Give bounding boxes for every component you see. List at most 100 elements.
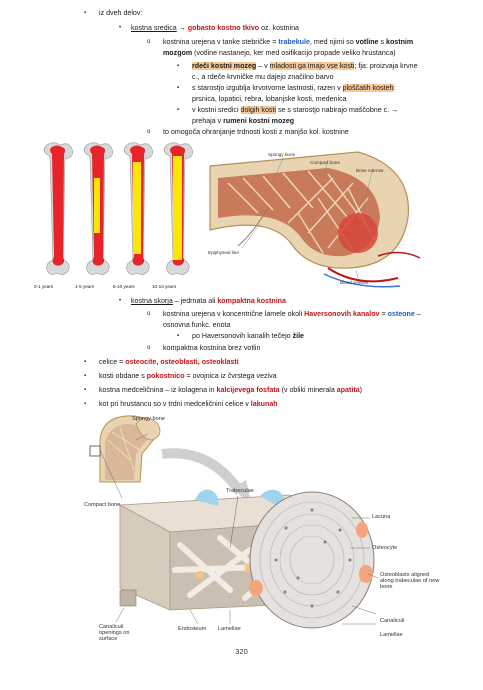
square-bullet-icon: ▪	[84, 10, 87, 16]
disc-bullet-icon: •	[119, 25, 122, 31]
spongy-bone-figure	[89, 415, 379, 629]
term-gobasto-tkivo: gobasto kostno tkivo	[187, 24, 260, 32]
intro-text: iz dveh delov:	[99, 9, 143, 17]
age-label: 5-10 years	[113, 284, 135, 289]
label-osteoblasts: Osteoblasts aligned along trabeculae of …	[380, 572, 440, 591]
square-bullet-icon: ▪	[84, 401, 87, 407]
lacunae-line: kot pri hrustancu so v trdni medceličnin…	[99, 400, 278, 408]
text-fragment: ; fja: proizvaja krvne	[354, 62, 418, 70]
square-bullet-icon: ▪	[84, 359, 87, 365]
circle-bullet-icon: o	[147, 311, 151, 317]
femur-0-1-years	[43, 142, 73, 275]
term-kostna-sredica: kostna sredica	[131, 24, 177, 32]
label-canaliculi-right: Canaliculi	[380, 618, 405, 624]
term-votline: votline	[355, 38, 379, 46]
age-label: 10-16 years	[152, 284, 177, 289]
square-bullet-icon: ▪	[84, 373, 87, 379]
red-marrow-line: rdeči kostni mozeg – v mladosti ga imajo…	[192, 62, 418, 70]
text-fragment: celice =	[99, 358, 126, 366]
text-fragment: :	[393, 84, 396, 92]
text-fragment: kot pri hrustancu so v trdni medceličnin…	[99, 400, 251, 408]
long-bones-line-cont: prehaja v rumeni kostni mozeg	[192, 117, 294, 125]
square-bullet-icon: ▪	[177, 85, 180, 91]
trabecule-line-cont: mozgom (votline nastanejo, ker med osifi…	[163, 49, 396, 57]
text-fragment: kostna medceličnina – iz kolagena in	[99, 386, 217, 394]
text-fragment: kompaktna kostnina brez votlin	[163, 344, 261, 352]
text-fragment: osnovna funkc. enota	[163, 321, 231, 329]
square-bullet-icon: ▪	[177, 63, 180, 69]
text-fragment: )	[359, 386, 363, 394]
term-kalcijev-fosfat: kalcijevega fosfata	[216, 386, 280, 394]
text-fragment: to omogoča ohranjanje trdnosti kosti z m…	[163, 128, 349, 136]
highlight-mladost: mladosti ga imajo vse kosti	[269, 62, 355, 70]
text-fragment: – v	[256, 62, 270, 70]
age-label: 1-5 years	[75, 284, 95, 289]
label-osteocyte: Osteocyte	[372, 545, 398, 551]
femur-top	[89, 415, 161, 499]
term-mozgom: mozgom	[163, 49, 193, 57]
compact-surface-detail	[115, 589, 231, 625]
cells-line: celice = osteocite, osteoblasti, osteokl…	[99, 358, 239, 366]
text-fragment: kostnina urejena v tanke stebričke =	[163, 38, 279, 46]
osteon-line-cont: osnovna funkc. enota	[163, 321, 230, 329]
text-fragment: = ovojnica iz čvrstega veziva	[184, 372, 277, 380]
osteon-cross-section	[249, 491, 379, 629]
red-marrow-line-cont: c., a rdeče krvničke mu dajejo značilno …	[192, 73, 334, 81]
text-fragment: v kostni sredici	[192, 106, 241, 114]
term-pokostnica: pokostnico	[146, 372, 185, 380]
label-lamellae-right: Lamellae	[380, 632, 403, 638]
term-osteone: osteone	[387, 310, 415, 318]
label-lamellae: Lamellae	[218, 626, 241, 632]
label-blood-vessels: Blood vessels	[340, 280, 369, 285]
term-apatit: apatita	[336, 386, 360, 394]
circle-bullet-icon: o	[147, 345, 151, 351]
text-fragment: c., a rdeče krvničke mu dajejo značilno …	[192, 73, 334, 81]
text-fragment: (v obliki minerala	[279, 386, 337, 394]
text-fragment: , med njimi so	[309, 38, 356, 46]
text-fragment: –	[414, 310, 421, 318]
text-fragment: – jedrnata ali	[172, 297, 218, 305]
long-bones-line: v kostni sredici dolgih kosti se s staro…	[192, 106, 398, 114]
square-bullet-icon: ▪	[177, 107, 180, 113]
femur-5-10-years	[123, 142, 153, 275]
page-number: 320	[235, 647, 248, 656]
age-loss-line: s starostjo izgublja krvotvorne lastnost…	[192, 84, 395, 92]
label-endosteum: Endosteum	[178, 626, 207, 632]
term-kompaktna: kompaktna kostnina	[217, 297, 286, 305]
text-fragment: s	[378, 38, 386, 46]
term-trabekule: trabekule	[278, 38, 310, 46]
label-bone-marrow: Bone marrow	[356, 168, 384, 173]
strength-line: to omogoča ohranjanje trdnosti kosti z m…	[163, 128, 349, 136]
trabecule-line: kostnina urejena v tanke stebričke = tra…	[163, 38, 413, 46]
marrow-heading-line: kostna sredica → gobasto kostno tkivo oz…	[131, 24, 299, 32]
label-spongy-bone-2: Spongy bone	[132, 416, 165, 422]
highlight-dolge: dolgih kosti	[240, 106, 276, 114]
femur-1-5-years	[83, 142, 113, 275]
label-spongy-bone: Spongy bone	[268, 152, 296, 157]
label-canaliculi-openings: Canaliculi openings on surface	[99, 624, 130, 643]
circle-bullet-icon: o	[147, 39, 151, 45]
text-fragment: =	[379, 310, 388, 318]
arrow-right-icon: →	[176, 24, 188, 32]
matrix-line: kostna medceličnina – iz kolagena in kal…	[99, 386, 362, 394]
age-label: 0-1 years	[34, 284, 54, 289]
text-fragment: se s starostjo nabirajo maščobne c. →	[276, 106, 399, 114]
text-fragment: kosti obdane s	[99, 372, 147, 380]
text-fragment: oz. kostnina	[259, 24, 299, 32]
term-lakune: lakunah	[250, 400, 278, 408]
text-fragment: prehaja v	[192, 117, 224, 125]
no-cavities-line: kompaktna kostnina brez votlin	[163, 344, 260, 352]
disc-bullet-icon: •	[119, 298, 122, 304]
age-loss-line-cont: prsnica, lopatici, rebra, lobanjske kost…	[192, 95, 347, 103]
square-bullet-icon: ▪	[177, 333, 180, 339]
vessels-line: po Haversonovih kanalih tečejo žile	[192, 332, 304, 340]
term-haversonovi: Haversonovih kanalov	[304, 310, 380, 318]
periosteum-line: kosti obdane s pokostnico = ovojnica iz …	[99, 372, 277, 380]
square-bullet-icon: ▪	[84, 387, 87, 393]
femur-head-section	[209, 151, 421, 288]
osteon-line: kostnina urejena v koncentrične lamele o…	[163, 310, 421, 318]
compact-heading-line: kostna skorja – jedrnata ali kompaktna k…	[131, 297, 286, 305]
term-rumeni-mozeg: rumeni kostni mozeg	[223, 117, 295, 125]
term-zile: žile	[292, 332, 304, 340]
bone-marrow-figure	[43, 142, 421, 288]
